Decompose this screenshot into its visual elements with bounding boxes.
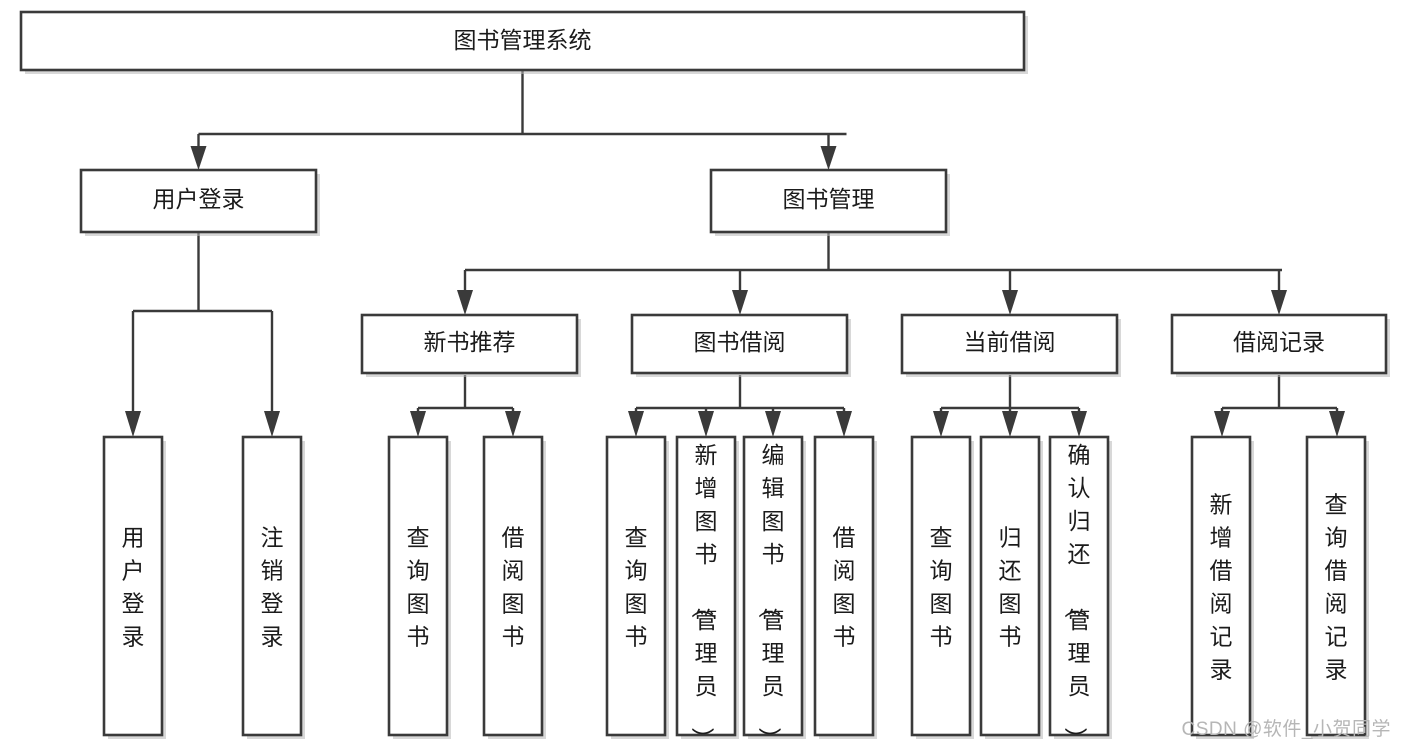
node-leaf-6-box <box>675 435 737 737</box>
node-leaf-2[interactable]: 注销登录 <box>241 435 305 739</box>
node-leaf-10-box <box>979 435 1041 737</box>
node-leaf-11-box <box>1048 435 1110 737</box>
node-leaf-8-box <box>813 435 875 737</box>
node-newbook-label: 新书推荐 <box>424 329 516 355</box>
arrow-head-current <box>1002 290 1018 315</box>
node-borrow-box <box>630 313 849 375</box>
arrow-head-leaf-1 <box>125 411 141 437</box>
arrow-head-leaf-2 <box>264 411 280 437</box>
node-newbook-box <box>360 313 579 375</box>
arrow-head-leaf-8 <box>836 411 852 437</box>
arrow-head-leaf-12 <box>1214 411 1230 437</box>
node-leaf-3[interactable]: 查询图书 <box>387 435 451 739</box>
node-leaf-6-label: 新增图书（管理员） <box>690 442 718 747</box>
node-leaf-4-box <box>482 435 544 737</box>
node-leaf-13-box <box>1305 435 1367 737</box>
arrow-head-leaf-11 <box>1071 411 1087 437</box>
node-bookmgmt[interactable]: 图书管理 <box>709 168 950 236</box>
node-leaf-12[interactable]: 新增借阅记录 <box>1190 435 1254 739</box>
node-leaf-12-box <box>1190 435 1252 737</box>
node-leaf-10[interactable]: 归还图书 <box>979 435 1043 739</box>
node-leaf-5-label: 查询图书 <box>625 525 648 650</box>
node-leaf-13-label: 查询借阅记录 <box>1325 492 1348 683</box>
connector-layer <box>125 70 1345 437</box>
node-leaf-8[interactable]: 借阅图书 <box>813 435 877 739</box>
node-login-box <box>79 168 318 234</box>
arrow-head-borrow <box>732 290 748 315</box>
arrow-head-login <box>190 146 207 170</box>
arrow-head-leaf-13 <box>1329 411 1345 437</box>
node-leaf-13[interactable]: 查询借阅记录 <box>1305 435 1369 739</box>
node-leaf-8-label: 借阅图书 <box>833 525 856 650</box>
node-leaf-4[interactable]: 借阅图书 <box>482 435 546 739</box>
node-leaf-12-label: 新增借阅记录 <box>1210 492 1233 683</box>
node-current-box <box>900 313 1119 375</box>
node-leaf-5[interactable]: 查询图书 <box>605 435 669 739</box>
leaf-nodes-layer: 用户登录 注销登录 查询图书 借阅图书 查询图书 <box>102 435 1369 747</box>
node-bookmgmt-label: 图书管理 <box>783 186 875 212</box>
node-bookmgmt-box <box>709 168 948 234</box>
node-leaf-10-label: 归还图书 <box>999 525 1022 650</box>
arrow-head-leaf-9 <box>933 411 949 437</box>
node-leaf-7-box <box>742 435 804 737</box>
node-root[interactable]: 图书管理系统 <box>19 10 1028 74</box>
node-leaf-7[interactable]: 编辑图书（管理员） <box>742 435 806 747</box>
node-login[interactable]: 用户登录 <box>79 168 320 236</box>
node-root-box <box>19 10 1026 72</box>
node-records[interactable]: 借阅记录 <box>1170 313 1390 377</box>
node-leaf-9-label: 查询图书 <box>930 525 953 650</box>
node-records-box <box>1170 313 1388 375</box>
node-leaf-9-box <box>910 435 972 737</box>
node-leaf-2-box <box>241 435 303 737</box>
node-leaf-2-label: 注销登录 <box>261 525 284 650</box>
node-leaf-4-label: 借阅图书 <box>502 525 525 650</box>
node-leaf-7-label: 编辑图书（管理员） <box>757 442 785 747</box>
node-root-label: 图书管理系统 <box>454 27 592 53</box>
arrow-head-leaf-10 <box>1002 411 1018 437</box>
arrow-head-leaf-4 <box>505 411 521 437</box>
node-borrow-label: 图书借阅 <box>694 329 786 355</box>
node-leaf-6[interactable]: 新增图书（管理员） <box>675 435 739 747</box>
node-leaf-11-label: 确认归还（管理员） <box>1063 442 1091 747</box>
node-current-label: 当前借阅 <box>964 329 1056 355</box>
arrow-head-records <box>1271 290 1287 315</box>
node-newbook[interactable]: 新书推荐 <box>360 313 581 377</box>
node-leaf-11[interactable]: 确认归还（管理员） <box>1048 435 1112 747</box>
node-borrow[interactable]: 图书借阅 <box>630 313 851 377</box>
node-current[interactable]: 当前借阅 <box>900 313 1121 377</box>
arrow-head-leaf-5 <box>628 411 644 437</box>
csdn-watermark: CSDN @软件_小贺同学 <box>1181 719 1391 740</box>
arrow-head-leaf-7 <box>765 411 781 437</box>
arrow-head-leaf-6 <box>698 411 714 437</box>
node-leaf-1[interactable]: 用户登录 <box>102 435 166 739</box>
node-leaf-3-box <box>387 435 449 737</box>
node-records-label: 借阅记录 <box>1233 329 1325 355</box>
node-leaf-3-label: 查询图书 <box>407 525 430 650</box>
node-leaf-1-box <box>102 435 164 737</box>
node-leaf-5-box <box>605 435 667 737</box>
arrow-head-leaf-3 <box>410 411 426 437</box>
node-login-label: 用户登录 <box>153 186 245 212</box>
arrow-head-newbook <box>457 290 473 315</box>
node-leaf-9[interactable]: 查询图书 <box>910 435 974 739</box>
arrow-head-bookmgmt <box>820 146 837 170</box>
node-leaf-1-label: 用户登录 <box>122 525 145 650</box>
